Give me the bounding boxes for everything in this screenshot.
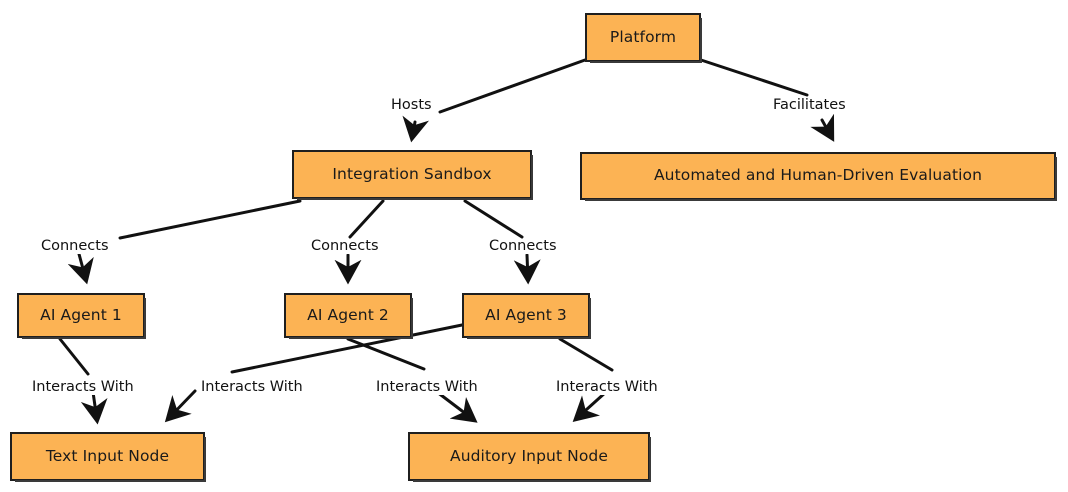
edge-sandbox-to-agent2	[348, 199, 385, 239]
node-textnode[interactable]: Text Input Node	[10, 432, 206, 482]
node-sandbox[interactable]: Integration Sandbox	[292, 150, 533, 200]
node-audionode[interactable]: Auditory Input Node	[408, 432, 651, 482]
edge-agent1-to-textnode	[80, 390, 108, 425]
edge-sandbox-to-agent1	[67, 252, 94, 285]
edge-agent3-to-textnode	[164, 389, 197, 423]
edge-platform-to-sandbox	[438, 58, 587, 114]
edge-label-e7: Interacts With	[199, 379, 305, 395]
node-label-platform: Platform	[609, 27, 677, 46]
edge-label-e5: Connects	[487, 238, 559, 254]
edge-label-e3: Connects	[39, 238, 111, 254]
edge-platform-to-sandbox	[402, 115, 430, 143]
node-agent3[interactable]: AI Agent 3	[462, 293, 591, 339]
node-label-textnode: Text Input Node	[45, 446, 170, 465]
edge-agent2-to-audionode	[346, 337, 426, 371]
node-label-agent3: AI Agent 3	[485, 305, 567, 324]
edge-label-e8: Interacts With	[374, 379, 480, 395]
edge-label-e4: Connects	[309, 238, 381, 254]
edge-platform-to-evaluation	[699, 58, 809, 97]
edge-label-e1: Hosts	[389, 97, 434, 113]
edge-platform-to-evaluation	[810, 113, 835, 142]
edge-agent2-to-audionode	[435, 390, 478, 423]
edge-label-e6: Interacts With	[30, 379, 136, 395]
edge-agent3-to-textnode	[230, 323, 464, 374]
node-agent1[interactable]: AI Agent 1	[17, 293, 146, 339]
edge-agent3-to-audionode	[558, 337, 614, 372]
edge-paths	[58, 58, 835, 425]
edge-sandbox-to-agent3	[463, 199, 524, 239]
node-evaluation[interactable]: Automated and Human-Driven Evaluation	[580, 152, 1057, 201]
node-label-sandbox: Integration Sandbox	[332, 164, 492, 183]
edge-label-e9: Interacts With	[554, 379, 660, 395]
edge-sandbox-to-agent3	[513, 253, 541, 285]
edge-label-e2: Facilitates	[771, 97, 848, 113]
node-agent2[interactable]: AI Agent 2	[284, 293, 413, 339]
node-label-agent1: AI Agent 1	[40, 305, 122, 324]
node-platform[interactable]: Platform	[585, 13, 702, 63]
edge-agent1-to-textnode	[58, 337, 90, 376]
node-label-evaluation: Automated and Human-Driven Evaluation	[653, 166, 983, 185]
edge-sandbox-to-agent1	[118, 199, 302, 240]
node-label-agent2: AI Agent 2	[307, 305, 389, 324]
edge-agent3-to-audionode	[572, 390, 608, 423]
node-label-audionode: Auditory Input Node	[449, 446, 609, 465]
